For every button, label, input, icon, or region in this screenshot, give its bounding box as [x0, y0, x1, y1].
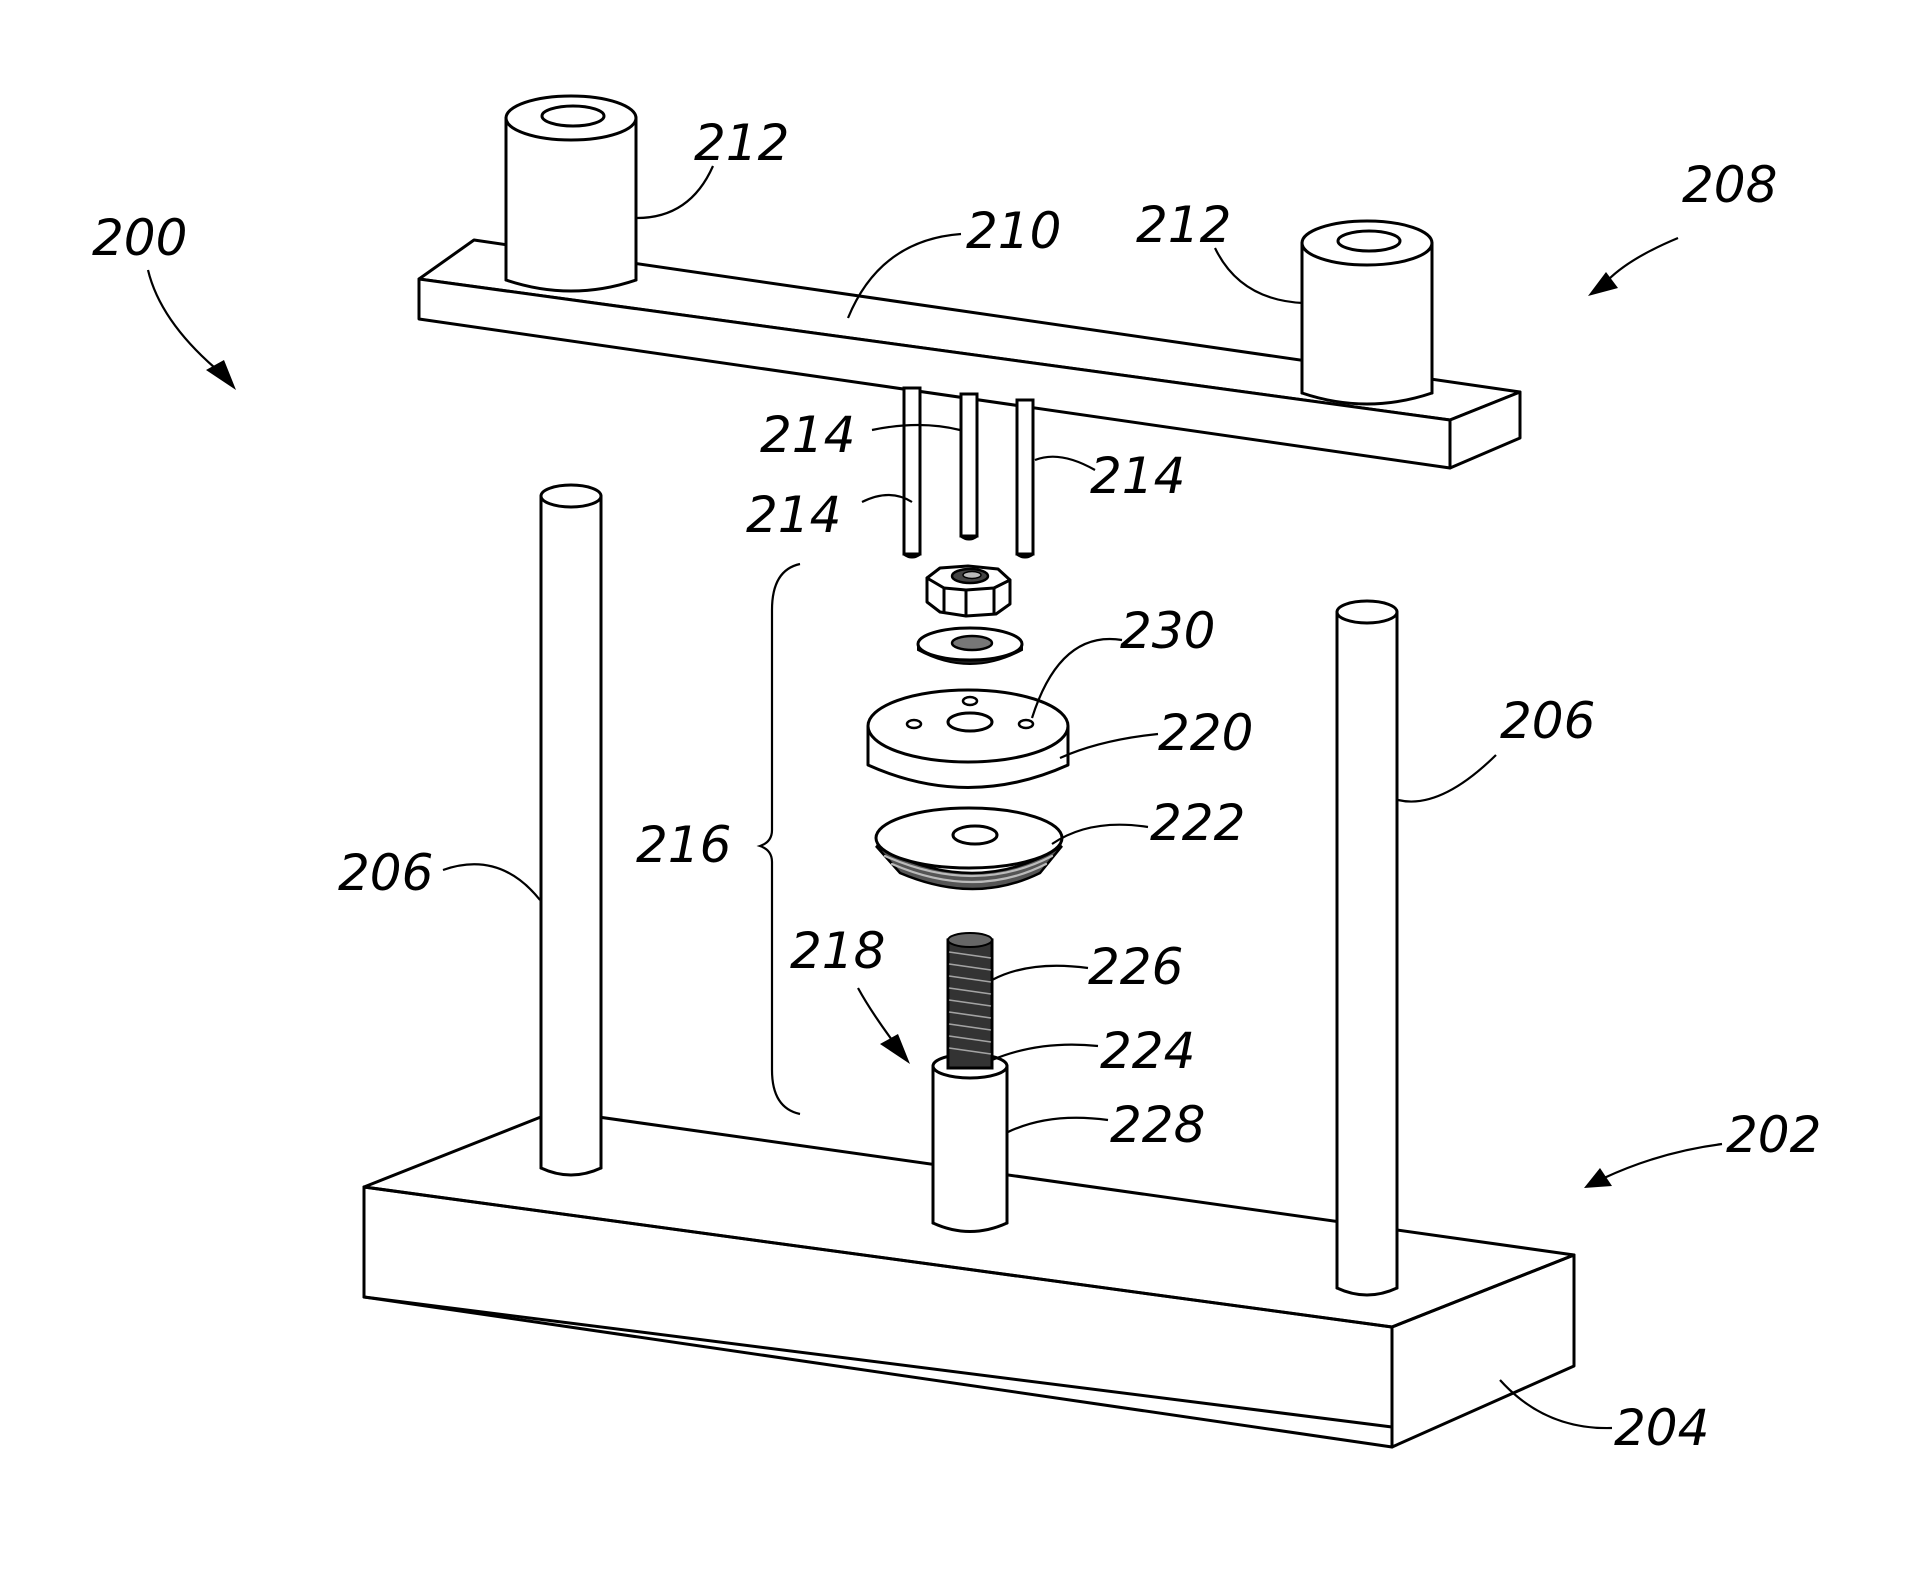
- label-228: 228: [1110, 1096, 1205, 1154]
- label-212-left: 212: [694, 114, 789, 172]
- label-222: 222: [1150, 794, 1245, 852]
- pins: [904, 388, 1033, 557]
- hex-nut: [927, 566, 1010, 616]
- label-230: 230: [1120, 602, 1215, 660]
- label-214-center: 214: [760, 406, 855, 464]
- bushing-right: [1302, 221, 1432, 404]
- label-204: 204: [1614, 1399, 1709, 1457]
- label-216: 216: [636, 816, 731, 874]
- washer: [918, 628, 1022, 664]
- bushing-left: [506, 96, 636, 291]
- support-post: [933, 1054, 1007, 1232]
- disk-220: [868, 690, 1068, 788]
- label-218: 218: [790, 922, 885, 980]
- label-210: 210: [966, 202, 1061, 260]
- label-208: 208: [1682, 156, 1777, 214]
- label-224: 224: [1100, 1022, 1195, 1080]
- label-202: 202: [1726, 1106, 1821, 1164]
- guide-post-right: [1337, 601, 1397, 1295]
- label-226: 226: [1088, 938, 1183, 996]
- tapered-disk: [876, 808, 1062, 889]
- label-206-right: 206: [1500, 692, 1595, 750]
- label-214-right: 214: [1090, 447, 1185, 505]
- label-200: 200: [92, 209, 187, 267]
- label-212-right: 212: [1136, 196, 1231, 254]
- threaded-stud: [948, 933, 992, 1068]
- label-220: 220: [1158, 704, 1253, 762]
- label-214-left: 214: [746, 486, 841, 544]
- guide-post-left: [541, 485, 601, 1175]
- bracket-216: [760, 564, 800, 1114]
- label-206-left: 206: [338, 844, 433, 902]
